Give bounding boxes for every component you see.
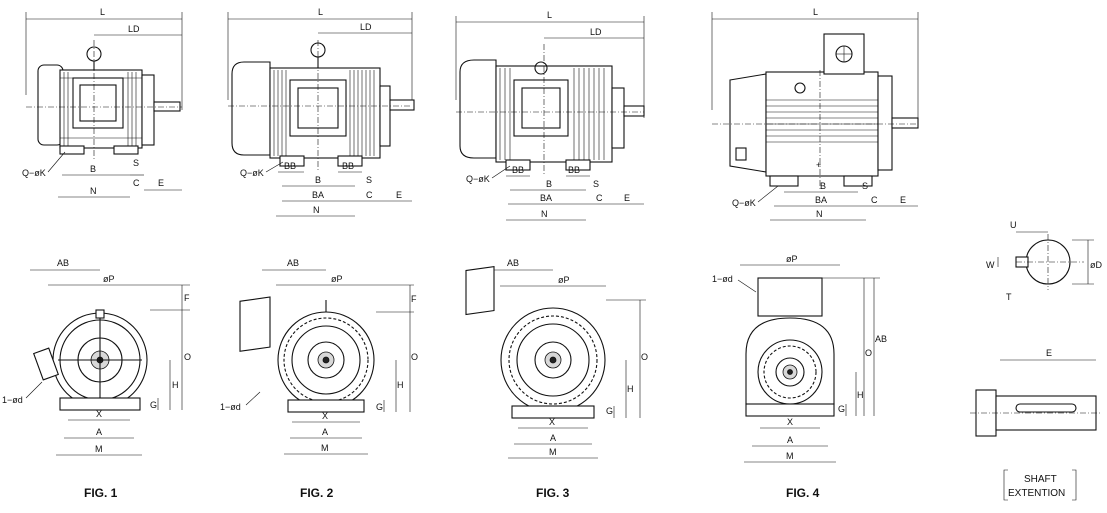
- dim-D: øD: [1090, 260, 1102, 270]
- fig2-caption: FIG. 2: [300, 486, 334, 500]
- dim-BB-3b: BB: [568, 165, 580, 175]
- dim-O-4: O: [865, 348, 872, 358]
- dim-M: M: [95, 444, 103, 454]
- dim-L-2: L: [318, 7, 323, 17]
- dim-H-4: H: [857, 390, 864, 400]
- dim-X-3: X: [549, 417, 555, 427]
- dim-B-2: B: [315, 175, 321, 185]
- dim-A: A: [96, 427, 102, 437]
- dim-X-2: X: [322, 411, 328, 421]
- dim-QK-3: Q−øK: [466, 174, 490, 184]
- dim-N: N: [90, 186, 97, 196]
- fig2-side-view: L LD BB BB B S BA C E: [227, 7, 415, 217]
- dim-BB-3a: BB: [512, 165, 524, 175]
- svg-text:+: +: [816, 160, 821, 170]
- dim-C-3: C: [596, 193, 603, 203]
- dim-P-4: øP: [786, 254, 798, 264]
- dim-S-2: S: [366, 175, 372, 185]
- shaft-caption-line2: EXTENTION: [1008, 488, 1065, 499]
- dim-E-3: E: [624, 193, 630, 203]
- dim-N-4: N: [816, 209, 823, 219]
- dim-F-2: F: [411, 294, 417, 304]
- dim-O-3: O: [641, 352, 648, 362]
- dim-M-3: M: [549, 447, 557, 457]
- dim-M-2: M: [321, 443, 329, 453]
- dim-F: F: [184, 293, 190, 303]
- dim-M-4: M: [786, 451, 794, 461]
- dim-BA-4: BA: [815, 195, 827, 205]
- dim-QK: Q−øK: [22, 168, 46, 178]
- shaft-side-view: E: [970, 348, 1100, 437]
- dim-AB-2: AB: [287, 258, 299, 268]
- dim-BB-2b: BB: [342, 161, 354, 171]
- dim-G-4: G: [838, 404, 845, 414]
- dim-d-2: 1−ød: [220, 402, 241, 412]
- dim-BB-2a: BB: [284, 161, 296, 171]
- dim-d: 1−ød: [2, 395, 23, 405]
- fig4-side-view: L + B S BA C E N Q−øK: [711, 7, 919, 221]
- shaft-end-view: U W T øD: [986, 220, 1102, 302]
- dim-A-2: A: [322, 427, 328, 437]
- dim-A-4: A: [787, 435, 793, 445]
- dim-E-shaft: E: [1046, 348, 1052, 358]
- fig4-front-view: øP 1−ød AB O H G X A M: [712, 254, 887, 463]
- dim-QK-4: Q−øK: [732, 198, 756, 208]
- dim-B: B: [90, 164, 96, 174]
- dim-d-4: 1−ød: [712, 274, 733, 284]
- fig4-caption: FIG. 4: [786, 486, 820, 500]
- dim-L-4: L: [813, 7, 818, 17]
- dim-G: G: [150, 400, 157, 410]
- dim-G-3: G: [606, 406, 613, 416]
- dim-A-3: A: [550, 433, 556, 443]
- dim-E-4: E: [900, 195, 906, 205]
- dim-H-3: H: [627, 384, 634, 394]
- dim-C: C: [133, 178, 140, 188]
- dim-U: U: [1010, 220, 1017, 230]
- fig2-front-view: AB øP F O H G X A M 1−ød: [220, 258, 418, 455]
- dim-G-2: G: [376, 402, 383, 412]
- dim-BA-3: BA: [540, 193, 552, 203]
- dim-AB: AB: [57, 258, 69, 268]
- dim-P-2: øP: [331, 274, 343, 284]
- dim-C-2: C: [366, 190, 373, 200]
- dim-AB-3: AB: [507, 258, 519, 268]
- dim-L-3: L: [547, 10, 552, 20]
- dim-P-3: øP: [558, 275, 570, 285]
- dim-N-3: N: [541, 209, 548, 219]
- dim-W: W: [986, 260, 995, 270]
- dim-P: øP: [103, 274, 115, 284]
- dim-B-3: B: [546, 179, 552, 189]
- dim-LD-2: LD: [360, 22, 372, 32]
- dim-LD-3: LD: [590, 27, 602, 37]
- dim-B-4: B: [820, 181, 826, 191]
- fig3-caption: FIG. 3: [536, 486, 570, 500]
- dim-S-4: S: [862, 181, 868, 191]
- dim-O-2: O: [411, 352, 418, 362]
- dim-T: T: [1006, 292, 1012, 302]
- dim-H-2: H: [397, 380, 404, 390]
- dim-L: L: [100, 7, 105, 17]
- dim-X: X: [96, 409, 102, 419]
- dim-S: S: [133, 158, 139, 168]
- dim-E-2: E: [396, 190, 402, 200]
- dim-S-3: S: [593, 179, 599, 189]
- dim-N-2: N: [313, 205, 320, 215]
- dim-H: H: [172, 380, 179, 390]
- dim-O: O: [184, 352, 191, 362]
- dim-C-4: C: [871, 195, 878, 205]
- dim-E: E: [158, 178, 164, 188]
- shaft-caption-line1: SHAFT: [1024, 474, 1057, 485]
- fig3-side-view: L LD BB BB B S BA C E: [455, 10, 645, 221]
- fig3-front-view: AB øP O H G X A M: [465, 258, 648, 459]
- shaft-caption: SHAFT EXTENTION: [1003, 469, 1077, 501]
- dim-LD: LD: [128, 24, 140, 34]
- dim-AB-4: AB: [875, 334, 887, 344]
- dim-QK-2: Q−øK: [240, 168, 264, 178]
- fig1-side-view: L LD B C S E N Q−øK: [22, 7, 183, 198]
- fig1-front-view: AB øP F O H G X A M 1−ød: [2, 258, 191, 456]
- fig1-caption: FIG. 1: [84, 486, 118, 500]
- dim-X-4: X: [787, 417, 793, 427]
- dim-BA-2: BA: [312, 190, 324, 200]
